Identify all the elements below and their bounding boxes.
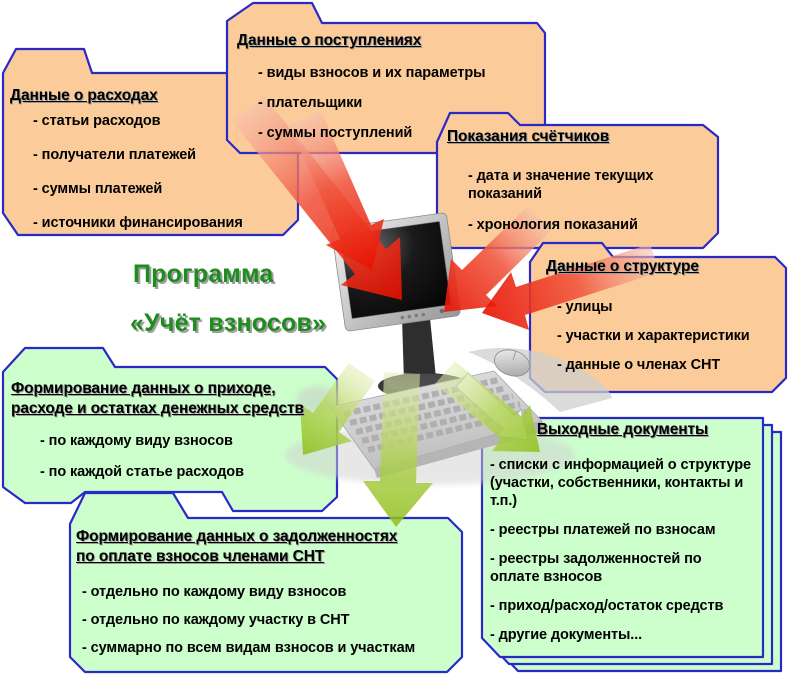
box-items-receipts: - виды взносов и их параметры - плательщ… bbox=[258, 64, 548, 142]
program-label-line2: «Учёт взносов» bbox=[130, 309, 327, 337]
list-item: - реестры задолженностей по оплате взнос… bbox=[490, 551, 702, 585]
list-item: - отдельно по каждому участку в СНТ bbox=[82, 612, 350, 628]
box-items-documents: - списки с информацией о структуре (учас… bbox=[490, 456, 754, 644]
list-item: - данные о членах СНТ bbox=[557, 357, 721, 373]
folder-box-cashflow bbox=[1, 346, 339, 513]
list-item: - участки и характеристики bbox=[557, 328, 750, 344]
list-item: - улицы bbox=[557, 299, 613, 315]
red-arrow-from-receipts bbox=[289, 111, 384, 270]
list-item: - хронология показаний bbox=[468, 217, 638, 233]
red-arrow-from-meters bbox=[444, 206, 552, 312]
mouse bbox=[494, 349, 530, 377]
list-item: - суммарно по всем видам взносов и участ… bbox=[82, 640, 416, 656]
red-arrow-from-structure bbox=[482, 244, 660, 330]
box-title-receipts: Данные о поступлениях bbox=[237, 32, 422, 49]
folder-box-debts bbox=[68, 491, 464, 674]
document-stack-output bbox=[480, 416, 783, 673]
monitor-neck bbox=[402, 318, 436, 382]
list-item: - источники финансирования bbox=[33, 215, 243, 231]
box-title-structure: Данные о структуре bbox=[546, 258, 699, 275]
list-item: - списки с информацией о структуре (учас… bbox=[490, 457, 751, 509]
list-item: - по каждой статье расходов bbox=[40, 464, 244, 480]
monitor-buttons bbox=[400, 308, 445, 320]
box-title-debts: Формирование данных о задолженностях по … bbox=[76, 528, 398, 565]
list-item: - дата и значение текущих показаний bbox=[468, 168, 654, 202]
list-item: - другие документы... bbox=[490, 627, 643, 643]
list-item: - реестры платежей по взносам bbox=[490, 522, 716, 538]
box-items-cashflow: - по каждому виду взносов - по каждой ст… bbox=[40, 432, 340, 481]
list-item: - суммы платежей bbox=[33, 181, 163, 197]
list-item: - плательщики bbox=[258, 95, 363, 111]
list-item: - по каждому виду взносов bbox=[40, 433, 233, 449]
box-items-structure: - улицы - участки и характеристики - дан… bbox=[557, 298, 787, 374]
box-title-documents: Выходные документы bbox=[536, 421, 709, 438]
box-items-expenses: - статьи расходов - получатели платежей … bbox=[33, 112, 288, 232]
green-arrow-to-documents bbox=[435, 361, 540, 452]
box-items-debts: - отдельно по каждому виду взносов - отд… bbox=[82, 583, 462, 657]
list-item: - статьи расходов bbox=[33, 113, 161, 129]
list-item: - виды взносов и их параметры bbox=[258, 65, 486, 81]
list-item: - получатели платежей bbox=[33, 147, 196, 163]
box-title-cashflow: Формирование данных о приходе, расходе и… bbox=[11, 380, 304, 417]
green-arrow-to-debts bbox=[363, 372, 433, 527]
green-arrow-to-cashflow bbox=[300, 363, 375, 455]
list-item: - приход/расход/остаток средств bbox=[490, 598, 724, 614]
program-label-line1: Программа bbox=[133, 260, 274, 288]
box-title-expenses: Данные о расходах bbox=[10, 87, 158, 104]
box-items-meters: - дата и значение текущих показаний - хр… bbox=[468, 167, 700, 234]
list-item: - отдельно по каждому виду взносов bbox=[82, 584, 347, 600]
box-title-meters: Показания счётчиков bbox=[447, 128, 610, 145]
list-item: - суммы поступлений bbox=[258, 125, 413, 141]
